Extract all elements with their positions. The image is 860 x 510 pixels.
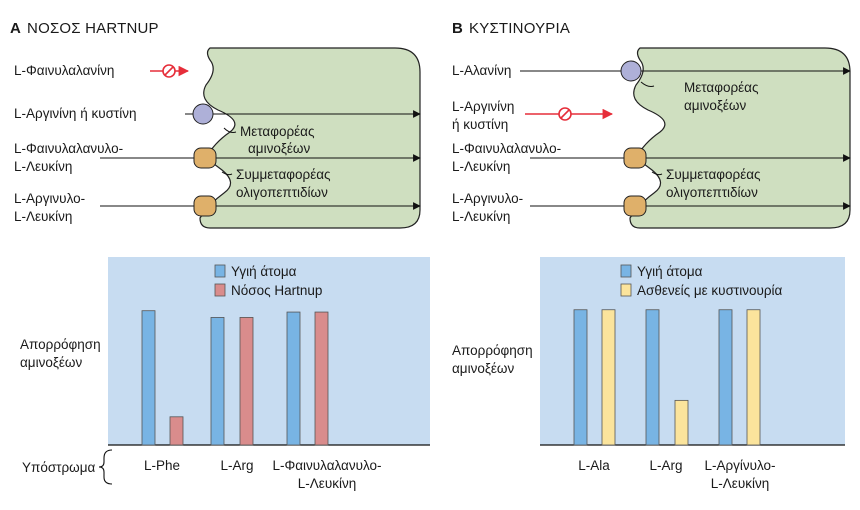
b-transporter-label-2: αμινοξέων [684, 98, 747, 113]
legend-label-1: Ασθενείς με κυστινουρία [637, 283, 783, 298]
bar-Ασθενείς-με-κυστινουρία-1 [674, 399, 689, 446]
category-label-2-0: L-Φαινυλαλανυλο- [272, 458, 382, 473]
bar-Ασθενείς-με-κυστινουρία-0 [601, 309, 616, 446]
b-substrate-dipep1-l1: L-Φαινυλαλανυλο- [452, 141, 562, 156]
a-substrate-phe: L-Φαινυλαλανίνη [14, 63, 115, 78]
category-label-2-1: L-Λευκίνη [297, 476, 357, 491]
b-cotransporter-label-1: Συμμεταφορέας [666, 167, 761, 182]
bar-Νόσος-Hartnup-2 [314, 311, 329, 446]
cotransporter-b-2 [623, 195, 647, 217]
a-cotransporter-label-2: ολιγοπεπτιδίων [236, 185, 328, 200]
b-substrate-dipep2-l2: L-Λευκίνη [452, 209, 511, 224]
legend-swatch-0 [620, 264, 632, 278]
b-substrate-dipep2-l1: L-Αργινυλο- [452, 191, 524, 206]
transporter-b [620, 60, 642, 82]
a-substrate-arg: L-Αργινίνη ή κυστίνη [14, 106, 137, 121]
b-substrate-arg-l1: L-Αργινίνη [452, 99, 515, 114]
legend-swatch-1 [620, 283, 632, 297]
cotransporter-a-1 [193, 147, 217, 169]
category-label-2-0: L-Αργίνυλο- [704, 458, 776, 473]
bar-Υγιή-άτομα-2 [718, 309, 733, 446]
legend-swatch-1 [214, 283, 226, 297]
transporter-a [192, 103, 214, 125]
category-label-0-0: L-Phe [143, 458, 181, 473]
a-substrate-dipep1-l1: L-Φαινυλαλανυλο- [14, 141, 124, 156]
b-substrate-ala: L-Αλανίνη [452, 63, 512, 78]
left-ylabel-2: αμινοξέων [20, 355, 83, 370]
category-label-1-0: L-Arg [649, 458, 683, 473]
bar-Υγιή-άτομα-0 [141, 310, 156, 446]
bar-Ασθενείς-με-κυστινουρία-2 [746, 309, 761, 446]
bar-Νόσος-Hartnup-0 [169, 416, 184, 446]
cotransporter-b-1 [623, 147, 647, 169]
legend-label-0: Υγιή άτομα [231, 264, 297, 279]
left-ylabel-1: Απορρόφηση [20, 337, 101, 352]
right-ylabel-1: Απορρόφηση [452, 343, 533, 358]
cotransporter-a-2 [193, 195, 217, 217]
cell-b [629, 47, 851, 229]
legend-swatch-0 [214, 264, 226, 278]
b-substrate-arg-l2: ή κυστίνη [452, 117, 509, 132]
bar-Υγιή-άτομα-1 [645, 309, 660, 446]
category-label-2-1: L-Λευκίνη [710, 476, 770, 491]
bar-Υγιή-άτομα-0 [573, 309, 588, 446]
bar-Νόσος-Hartnup-1 [239, 317, 254, 446]
a-substrate-dipep1-l2: L-Λευκίνη [14, 159, 73, 174]
chart-plot-area [108, 257, 430, 445]
a-cotransporter-label-1: Συμμεταφορέας [236, 167, 331, 182]
bar-Υγιή-άτομα-1 [210, 317, 225, 446]
b-transporter-label-1: Μεταφορέας [684, 80, 759, 95]
right-ylabel-2: αμινοξέων [452, 361, 515, 376]
category-label-1-0: L-Arg [220, 458, 254, 473]
a-transporter-label-2: αμινοξέων [248, 141, 311, 156]
chart-plot-area [540, 257, 845, 445]
chart-right [540, 257, 845, 446]
a-substrate-dipep2-l1: L-Αργινυλο- [14, 191, 86, 206]
substrate-axis-title: Υπόστρωμα [22, 460, 96, 475]
category-label-0-0: L-Ala [578, 458, 610, 473]
b-substrate-dipep1-l2: L-Λευκίνη [452, 159, 511, 174]
b-cotransporter-label-2: ολιγοπεπτιδίων [666, 185, 758, 200]
chart-left [108, 257, 430, 446]
bar-Υγιή-άτομα-2 [286, 311, 301, 446]
a-transporter-label-1: Μεταφορέας [240, 124, 315, 139]
legend-label-1: Νόσος Hartnup [231, 283, 323, 298]
legend-label-0: Υγιή άτομα [637, 264, 703, 279]
a-substrate-dipep2-l2: L-Λευκίνη [14, 209, 73, 224]
